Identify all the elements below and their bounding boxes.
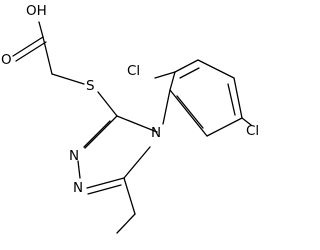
bond-n2-c3-double	[87, 184, 122, 195]
bond-c5-n1	[84, 115, 118, 149]
bond-n2-c3	[86, 177, 125, 189]
atom-label-carbonyl-oxygen: O	[1, 52, 12, 68]
bond-ph4-ph5-inner	[227, 83, 236, 116]
bond-c1-o-double-b	[15, 41, 47, 62]
bond-ph2-ph3	[174, 59, 199, 73]
bond-n1-n2	[77, 160, 81, 179]
atom-label-chlorine-right: Cl	[246, 123, 259, 139]
bond-ph5-ph6	[206, 117, 243, 137]
bond-c3-ch2	[123, 177, 136, 215]
bond-ph2-ph3-inner	[179, 67, 200, 79]
bond-c1-o-double-a	[12, 36, 44, 57]
bond-c3-n4	[123, 146, 151, 179]
atom-label-nitrogen-1: N	[69, 148, 79, 164]
atom-label-chlorine-top: Cl	[127, 63, 140, 79]
bond-ph4-ph5	[233, 77, 243, 119]
bond-ph6-ph1-inner	[176, 95, 204, 129]
bond-oh-c1	[38, 21, 44, 38]
bond-ph3-ph4	[197, 59, 235, 79]
bond-n4-ph1	[162, 89, 171, 125]
atom-label-oh: OH	[26, 3, 47, 19]
bond-c1-ch2	[42, 36, 53, 75]
bond-c5-n1-double	[83, 120, 111, 148]
bond-s-c5	[97, 91, 118, 117]
bond-ch2-ch3	[116, 213, 136, 234]
bond-ph5-cl	[241, 117, 252, 126]
chemical-structure-diagram: OH O S N N N Cl Cl	[1, 3, 259, 234]
bond-ch2-s	[51, 73, 85, 85]
bond-ph1-ph2	[169, 71, 176, 91]
bond-ph2-cl	[154, 71, 176, 79]
bond-c5-n4	[116, 115, 158, 133]
bond-ph6-ph1	[169, 89, 208, 137]
atom-label-sulfur: S	[86, 78, 95, 94]
atom-label-nitrogen-4: N	[151, 125, 161, 141]
atom-label-nitrogen-2: N	[73, 180, 83, 196]
